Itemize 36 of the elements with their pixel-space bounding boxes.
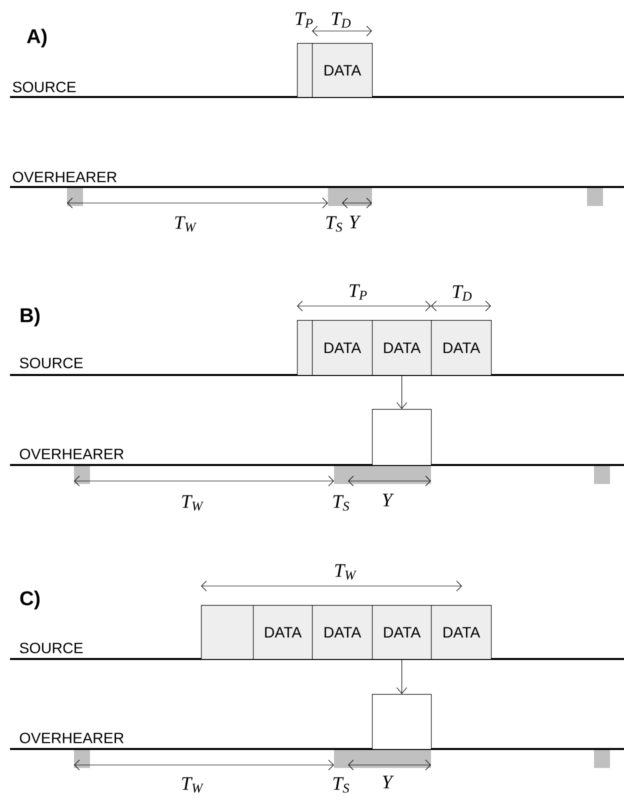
symbol-label: T$_{P}$ <box>350 284 367 300</box>
symbol-label: T$_{W}$ <box>182 777 204 793</box>
symbol-label: Y <box>350 216 361 228</box>
data-box: DATA <box>431 605 492 660</box>
symbol-label: T$_{W}$ <box>182 495 204 511</box>
line-label: SOURCE <box>20 358 83 368</box>
symbol-label: T$_{S}$ <box>326 216 342 232</box>
data-box: DATA <box>431 320 492 376</box>
symbol-label: T$_{W}$ <box>175 216 197 232</box>
symbol-label: T$_{D}$ <box>452 285 472 301</box>
panel-label: A) <box>26 28 47 48</box>
preamble-box <box>297 320 313 376</box>
symbol-label: T$_{W}$ <box>335 564 357 580</box>
line-label: SOURCE <box>20 642 83 654</box>
reception-box <box>372 694 432 750</box>
line-label: SOURCE <box>12 82 76 92</box>
symbol-label: T$_{P}$ <box>296 12 313 28</box>
line-label: OVERHEARER <box>20 732 124 744</box>
symbol-label: T$_{D}$ <box>332 12 351 28</box>
arrow <box>396 375 408 409</box>
arrow <box>396 659 408 694</box>
panel-label: B) <box>20 308 40 326</box>
symbol-label: T$_{S}$ <box>333 777 350 793</box>
line-label: OVERHEARER <box>12 172 117 182</box>
preamble-box <box>297 43 313 98</box>
data-box: DATA <box>372 605 432 660</box>
data-box: DATA <box>312 605 373 660</box>
line-label: OVERHEARER <box>20 448 124 460</box>
preamble-box <box>201 605 254 660</box>
symbol-label: Y <box>382 494 394 506</box>
symbol-label: T$_{S}$ <box>333 495 350 511</box>
symbol-label: Y <box>382 776 394 788</box>
panel-label: C) <box>20 590 40 610</box>
reception-box <box>372 409 432 466</box>
data-box: DATA <box>253 605 313 660</box>
data-box: DATA <box>372 320 432 376</box>
